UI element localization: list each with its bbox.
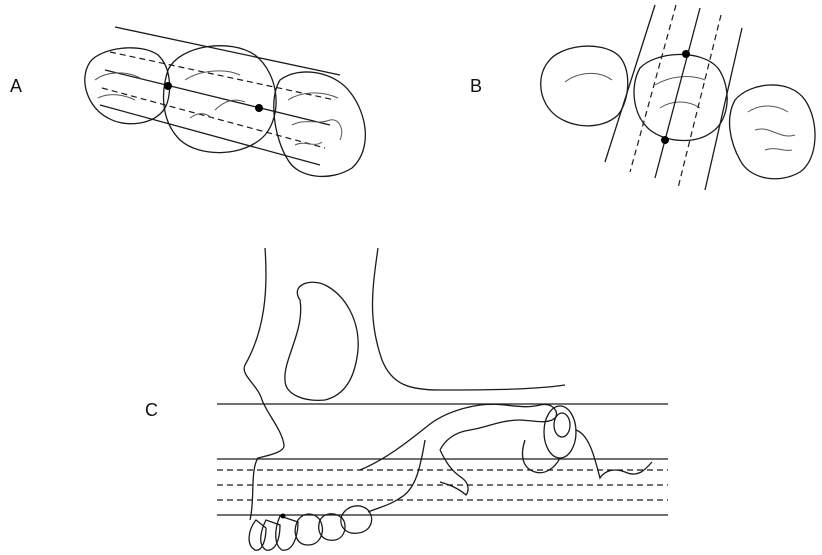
panel-b-line-outer-left: [605, 5, 655, 162]
panel-b-groove-right-1: [748, 106, 788, 112]
panel-a-top-line: [115, 27, 340, 75]
panel-a-groove-4: [215, 100, 245, 110]
panel-c-condyle-inner: [554, 413, 570, 437]
panel-c-cranial-contour: [373, 248, 566, 390]
panel-a-axis-line: [105, 70, 330, 125]
panel-a-dashed-upper: [110, 52, 335, 100]
panel-a-label: A: [10, 76, 22, 96]
panel-b-label: B: [470, 76, 482, 96]
panel-b-line-outer-right: [705, 28, 742, 190]
panel-b-groove-mid-2: [660, 102, 700, 108]
panel-b-contact-point-1: [682, 50, 690, 58]
panel-c-incisal-point: [281, 514, 286, 519]
panel-a-groove-3: [185, 71, 240, 80]
panel-c-facial-profile: [244, 248, 284, 520]
panel-c-orbit: [285, 282, 358, 400]
panel-a-tooth-middle: [164, 46, 277, 153]
panel-b-tooth-left: [541, 46, 628, 126]
panel-c-condyle-process: [576, 430, 652, 478]
panel-b-line-axis: [655, 8, 700, 178]
panel-b: B: [470, 5, 815, 190]
panel-c-zygomatic-contour: [360, 404, 557, 470]
panel-b-groove-left: [565, 73, 612, 82]
panel-a: A: [10, 27, 365, 176]
panel-a-groove-7: [292, 120, 342, 140]
panel-c: C: [145, 248, 668, 550]
panel-b-dashed-left: [630, 5, 676, 172]
panel-a-groove-2: [98, 95, 135, 100]
panel-b-dashed-right: [678, 15, 721, 188]
panel-a-groove-8: [295, 142, 322, 145]
panel-c-palate-contour: [368, 440, 425, 512]
panel-b-groove-right-3: [765, 149, 792, 151]
panel-c-pterygoid: [440, 450, 468, 495]
panel-c-label: C: [145, 400, 158, 420]
panel-b-groove-right-2: [755, 129, 795, 136]
panel-a-contact-point-1: [164, 82, 172, 90]
panel-b-tooth-middle: [634, 54, 727, 140]
panel-a-tooth-right: [274, 72, 366, 176]
panel-a-contact-point-2: [255, 104, 263, 112]
panel-b-contact-point-2: [661, 136, 669, 144]
